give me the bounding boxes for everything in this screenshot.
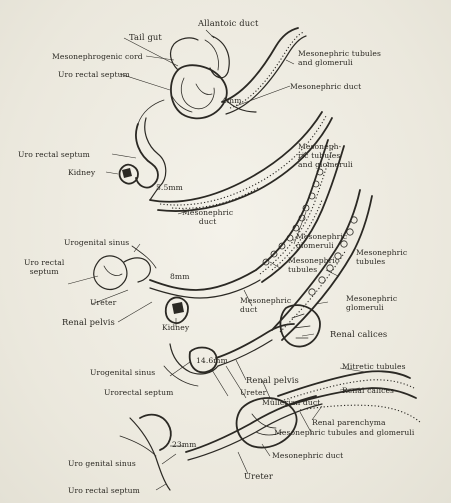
label-stage-14-6mm: 14.6mm xyxy=(196,356,228,365)
label-stage-8mm: 8mm xyxy=(170,272,190,281)
label-urorectal-septum-3: Uro rectal septum xyxy=(24,258,64,276)
label-mesonephric-tubules-glomeruli-1: Mesonephric tubules and glomeruli xyxy=(298,49,381,67)
label-urorectal-septum-5: Uro rectal septum xyxy=(68,486,140,495)
label-renal-pelvis-1: Renal pelvis xyxy=(62,318,115,327)
label-ureter-2: Ureter xyxy=(240,388,266,397)
label-mesonephric-tubules-and-glomeruli-3: Mesonephric tubules and glomeruli xyxy=(274,428,414,437)
label-mesonephric-duct-3: Mesonephric duct xyxy=(240,296,291,314)
label-renal-parenchyma: Renal parenchyma xyxy=(312,418,386,427)
label-mesonephric-tubules-glomeruli-2: Mesoneph- ric tubules and glomeruli xyxy=(298,142,353,169)
label-urorectal-septum-1: Uro rectal septum xyxy=(58,70,130,79)
label-renal-pelvis-2: Renal pelvis xyxy=(246,376,299,385)
label-mesonephric-duct-1: Mesonephric duct xyxy=(290,82,361,91)
label-allantoic-duct: Allantoic duct xyxy=(198,19,258,28)
label-kidney-2: Kidney xyxy=(162,323,189,332)
label-mesonephric-tubules-b: Mesonephric tubules xyxy=(356,248,407,266)
label-mitretic-tubules: Mitretic tubules xyxy=(342,362,406,371)
label-renal-calices-2: Renal calices xyxy=(342,386,394,395)
label-mullerian-duct: Müllerian duct xyxy=(262,398,320,407)
label-mesonephric-glomeruli: Mesonephric glomeruli xyxy=(296,232,347,250)
label-renal-calices-1: Renal calices xyxy=(330,330,387,339)
label-mesonephric-tubules-a: Mesonephric tubules xyxy=(288,256,339,274)
label-mesonephric-glomeruli-2: Mesonephric glomeruli xyxy=(346,294,397,312)
label-ureter-3: Ureter xyxy=(244,472,273,481)
label-ureter-1: Ureter xyxy=(90,298,116,307)
label-mesonephric-duct-4: Mesonephric duct xyxy=(272,451,343,460)
label-kidney-1: Kidney xyxy=(68,168,95,177)
label-urogenital-sinus-2: Urogenital sinus xyxy=(90,368,155,377)
label-tail-gut: Tail gut xyxy=(129,33,162,42)
label-urogenital-sinus-3: Uro genital sinus xyxy=(68,459,136,468)
label-stage-23mm: 23mm xyxy=(172,440,196,449)
label-urorectal-septum-4: Urorectal septum xyxy=(104,388,173,397)
label-urogenital-sinus-1: Urogenital sinus xyxy=(64,238,129,247)
label-mesonephrogenic-cord: Mesonephrogenic cord xyxy=(52,52,143,61)
label-stage-4mm: 4mm xyxy=(222,96,242,105)
label-stage-5-5mm: 5.5mm xyxy=(156,183,183,192)
label-mesonephric-duct-2: Mesonephric duct xyxy=(182,208,233,226)
label-urorectal-septum-2: Uro rectal septum xyxy=(18,150,90,159)
